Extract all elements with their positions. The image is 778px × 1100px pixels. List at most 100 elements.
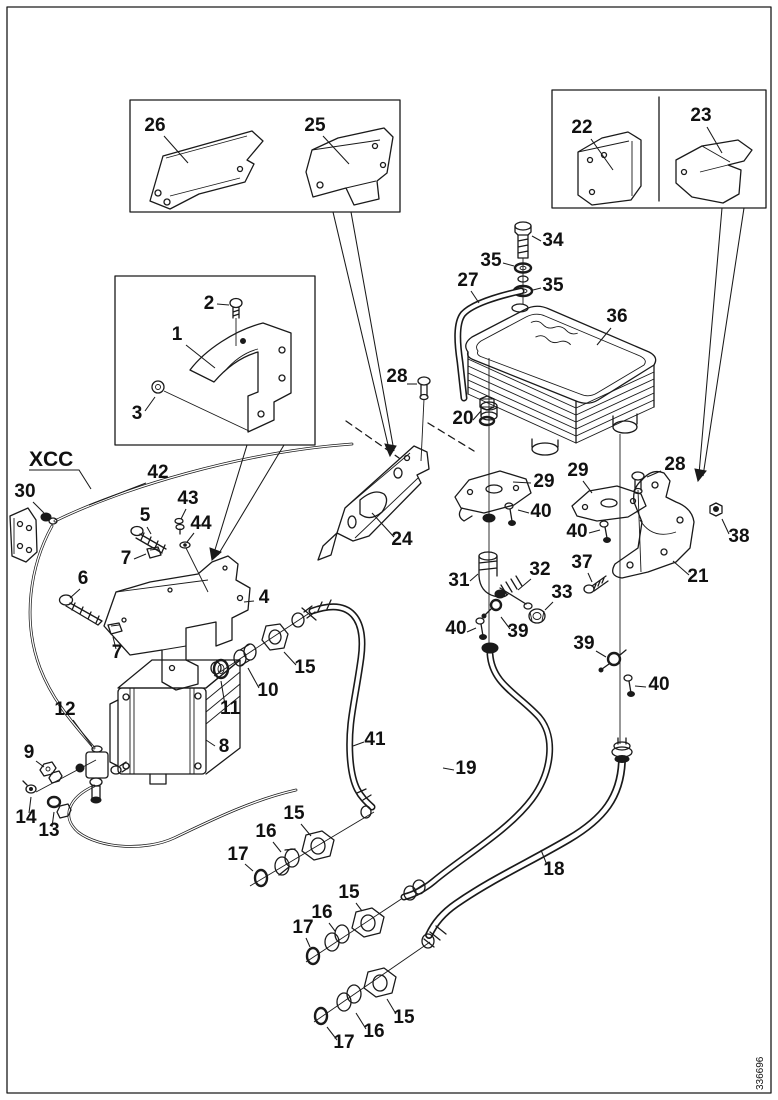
part-label-1-5: 1 bbox=[172, 324, 183, 345]
part-label-16-54: 16 bbox=[311, 902, 332, 923]
bracket-25 bbox=[305, 127, 394, 206]
leader-line-33-42 bbox=[544, 601, 554, 611]
nut-7-upper bbox=[146, 546, 162, 559]
cable-42 bbox=[28, 442, 354, 848]
bracket-22 bbox=[577, 131, 642, 206]
hose-19-port bbox=[481, 642, 499, 654]
part-label-29-17: 29 bbox=[567, 460, 588, 481]
leader-line-40-15 bbox=[517, 509, 530, 514]
part-label-40-48: 40 bbox=[648, 674, 669, 695]
cooler-bottom-port bbox=[480, 401, 498, 421]
leader-line-12-36 bbox=[72, 719, 93, 747]
bolt-5 bbox=[130, 525, 167, 554]
part-label-17-55: 17 bbox=[292, 917, 313, 938]
washer-17-a bbox=[253, 868, 269, 888]
part-label-15-53: 15 bbox=[338, 882, 360, 903]
leader-line-19-46 bbox=[442, 767, 455, 771]
leader-arrow bbox=[694, 468, 707, 483]
part-label-30-23: 30 bbox=[14, 481, 35, 502]
leader-line-39-43 bbox=[500, 616, 511, 630]
screw-40-bracket-right bbox=[599, 520, 611, 543]
fitting-9 bbox=[39, 761, 63, 784]
part-label-15-32: 15 bbox=[294, 657, 316, 678]
part-label-43-25: 43 bbox=[177, 488, 198, 509]
leader-line-40-44 bbox=[466, 627, 477, 633]
screw-40-clamp-right bbox=[623, 674, 635, 697]
fitting-group-c bbox=[313, 933, 435, 1026]
leader-line-29-17 bbox=[582, 480, 593, 494]
leader-line-42-24 bbox=[88, 482, 147, 506]
screw-40-bracket-left bbox=[504, 502, 516, 526]
leader-line-35-10 bbox=[532, 287, 542, 291]
washer-11 bbox=[212, 658, 230, 680]
nut-38 bbox=[709, 502, 723, 517]
leader-line-8-35 bbox=[205, 739, 216, 747]
part-label-14-38: 14 bbox=[15, 807, 37, 828]
clamp-39-right bbox=[598, 649, 627, 673]
leader-line-17-58 bbox=[326, 1026, 338, 1041]
part-label-23-3: 23 bbox=[690, 105, 711, 126]
cooler-feet bbox=[531, 413, 638, 456]
bolt-6 bbox=[58, 594, 103, 626]
leader-line-31-40 bbox=[469, 573, 479, 582]
xcc-underline-leader bbox=[29, 469, 92, 490]
part-label-17-52: 17 bbox=[227, 844, 248, 865]
leader-line-18-49 bbox=[540, 849, 548, 866]
tube-27 bbox=[454, 287, 525, 402]
leader-line-32-41 bbox=[517, 578, 532, 591]
part-label-36-11: 36 bbox=[606, 306, 627, 327]
part-label-33-42: 33 bbox=[551, 582, 572, 603]
fitting-16-a bbox=[274, 848, 300, 876]
cooler-fins bbox=[467, 351, 655, 444]
hose-18-elbow-fitting bbox=[611, 737, 633, 763]
assembly-axis-lines bbox=[35, 358, 642, 1023]
fitting-14 bbox=[22, 780, 37, 794]
part-label-3-6: 3 bbox=[132, 403, 143, 424]
leader-line-17-52 bbox=[244, 863, 254, 872]
part-label-31-40: 31 bbox=[448, 570, 470, 591]
drawing-number: 336696 bbox=[755, 1056, 766, 1090]
leader-line-27-9 bbox=[470, 290, 480, 304]
clip-44 bbox=[179, 541, 191, 549]
fitting-32 bbox=[499, 575, 533, 610]
reference-label-xcc: XCC bbox=[29, 448, 73, 471]
oil-cooler-36 bbox=[465, 303, 657, 456]
part-label-12-36: 12 bbox=[54, 699, 75, 720]
part-label-37-21: 37 bbox=[571, 552, 592, 573]
bracket-26 bbox=[149, 130, 264, 210]
clip-43 bbox=[174, 517, 185, 535]
part-label-40-44: 40 bbox=[445, 618, 466, 639]
part-label-2-4: 2 bbox=[204, 293, 215, 314]
leader-line-16-51 bbox=[272, 841, 282, 853]
leader-line-15-32 bbox=[283, 651, 297, 666]
fitting-16-c bbox=[336, 984, 362, 1012]
cooler-logo bbox=[530, 320, 578, 346]
bolt-28-left bbox=[417, 376, 431, 401]
nut-15-a bbox=[301, 830, 335, 861]
leader-line-1-5 bbox=[185, 344, 216, 369]
clamp-39-left bbox=[481, 598, 503, 619]
leader-line-40-48 bbox=[634, 685, 647, 688]
part-label-7-30: 7 bbox=[112, 642, 123, 663]
leader-line-28-18 bbox=[646, 470, 662, 478]
part-label-6-29: 6 bbox=[78, 568, 89, 589]
part-label-34-7: 34 bbox=[542, 230, 564, 251]
fitting-10 bbox=[233, 643, 257, 667]
fitting-16-b bbox=[324, 924, 350, 952]
leader-line-30-23 bbox=[32, 501, 45, 514]
leader-line-25-1 bbox=[322, 135, 350, 165]
plate-30 bbox=[9, 507, 58, 563]
part-label-15-50: 15 bbox=[283, 803, 305, 824]
part-label-44-26: 44 bbox=[190, 513, 212, 534]
leader-line-44-26 bbox=[186, 532, 195, 543]
bracket-21 bbox=[612, 470, 695, 579]
hose-41-end-fitting bbox=[291, 605, 317, 628]
leader-line-20-13 bbox=[472, 410, 482, 421]
elbow-31 bbox=[478, 551, 509, 599]
part-label-17-58: 17 bbox=[333, 1032, 354, 1053]
part-label-41-45: 41 bbox=[364, 729, 386, 750]
bracket-1 bbox=[189, 322, 292, 433]
leader-line-15-53 bbox=[355, 902, 363, 912]
leader-line-11-34 bbox=[220, 680, 226, 706]
